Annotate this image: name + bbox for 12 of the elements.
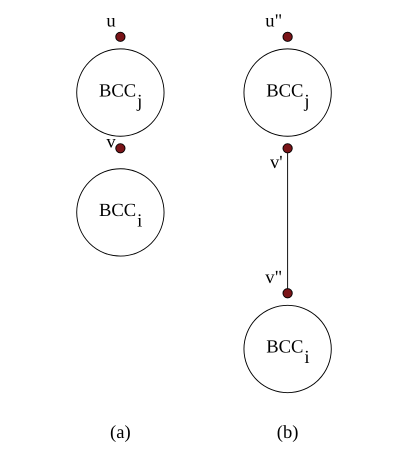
node-circle <box>282 288 292 298</box>
node-label: v" <box>264 267 282 288</box>
label: (a) <box>110 422 130 444</box>
node-circle <box>114 143 125 154</box>
node-circle <box>282 32 292 42</box>
connector <box>286 152 288 289</box>
node-label: u" <box>264 10 282 32</box>
node-label: v' <box>269 152 282 173</box>
node-circle <box>114 32 125 42</box>
label: (b) <box>276 422 298 444</box>
node-circle <box>282 143 292 154</box>
node-label: u <box>106 10 116 32</box>
